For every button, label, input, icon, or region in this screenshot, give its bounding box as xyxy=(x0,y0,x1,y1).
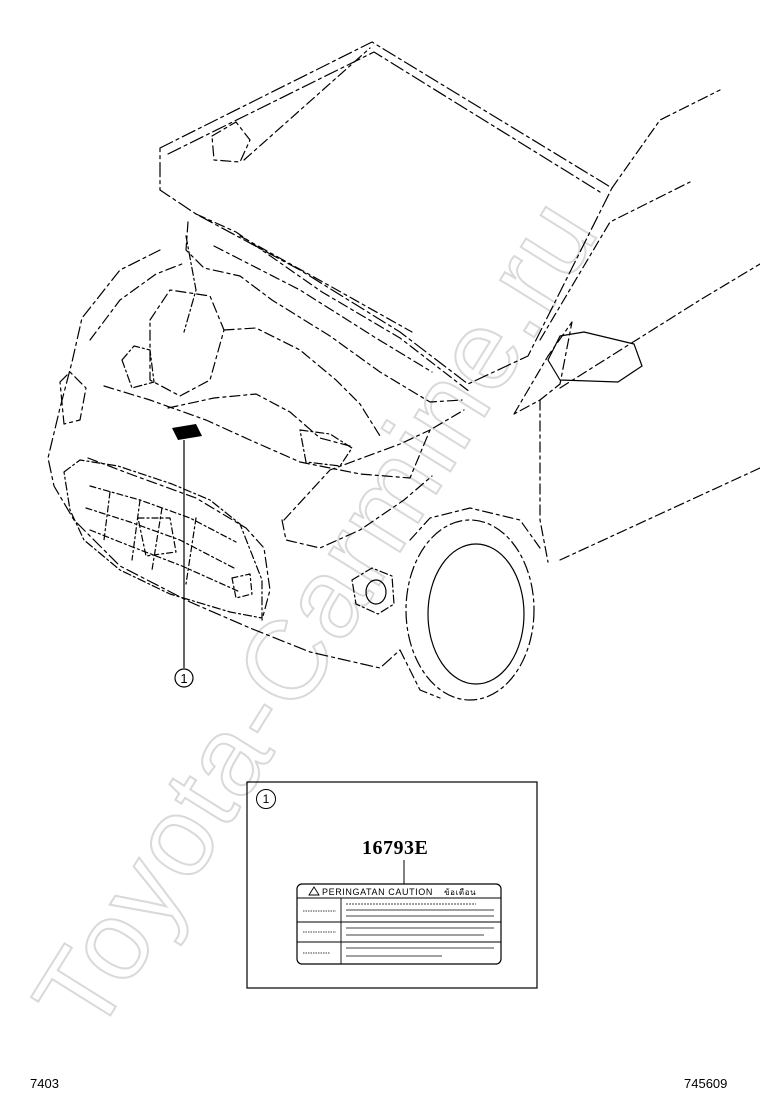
front-emblem-mount xyxy=(137,517,177,557)
grille-verticals xyxy=(103,491,197,585)
left-fender xyxy=(89,263,183,341)
diagram-code-right: 745609 xyxy=(684,1076,728,1091)
wheel-arch-lower xyxy=(399,649,441,699)
caution-label-thai: ข้อเตือน xyxy=(444,888,477,897)
body-side-upper xyxy=(559,263,760,389)
fog-lamp-left xyxy=(231,573,253,599)
hood-outline xyxy=(159,41,613,385)
caution-label-header: PERINGATAN CAUTION ข้อเตือน xyxy=(322,886,476,899)
hood-edge xyxy=(167,51,601,193)
reservoir xyxy=(299,429,353,467)
a-pillar-right xyxy=(539,181,691,341)
inset-border xyxy=(246,781,538,989)
fog-lamp-right-housing xyxy=(351,567,395,615)
fog-lamp-right xyxy=(365,579,387,605)
part-number: 16793E xyxy=(362,837,429,859)
front-wheel-outer xyxy=(405,519,535,701)
battery xyxy=(121,345,155,389)
label-left-text-lines xyxy=(303,910,336,954)
hood-prop-rod xyxy=(183,235,197,333)
right-mirror-base xyxy=(513,321,573,415)
windshield-right xyxy=(611,89,721,189)
left-headlight xyxy=(59,371,87,425)
engine-block xyxy=(223,327,381,437)
front-wheel-inner xyxy=(427,543,525,685)
bay-component xyxy=(167,393,351,447)
car-front-illustration: 1 xyxy=(47,41,760,701)
headlamp-right-lower xyxy=(281,475,433,549)
body-side-lower xyxy=(559,467,760,561)
grille-outline xyxy=(63,459,263,619)
callout-number: 1 xyxy=(180,671,187,686)
caution-label-location xyxy=(172,424,202,440)
hood-underside xyxy=(185,221,463,403)
headlamp-right-edge xyxy=(283,429,431,521)
inset-callout-circle: 1 xyxy=(256,789,276,809)
grille-bars xyxy=(85,485,241,593)
hood-inner-edge xyxy=(195,213,471,393)
diagram-code-left: 7403 xyxy=(30,1076,59,1091)
body-side-front xyxy=(539,399,549,563)
wheel-arch xyxy=(409,507,541,549)
caution-label-title: PERINGATAN CAUTION xyxy=(322,887,433,897)
caution-label-outline xyxy=(296,883,502,965)
front-body-outline xyxy=(47,249,401,669)
bay-front-edge xyxy=(103,385,465,479)
hood-rib xyxy=(213,245,433,373)
bumper-upper xyxy=(87,457,271,621)
label-right-text-lines xyxy=(346,903,494,957)
right-mirror xyxy=(547,331,643,383)
windshield-edge xyxy=(243,47,371,161)
engine-cover xyxy=(149,289,225,397)
callout-circle xyxy=(174,668,194,688)
left-mirror xyxy=(211,121,251,163)
warning-triangle-icon xyxy=(308,886,320,896)
